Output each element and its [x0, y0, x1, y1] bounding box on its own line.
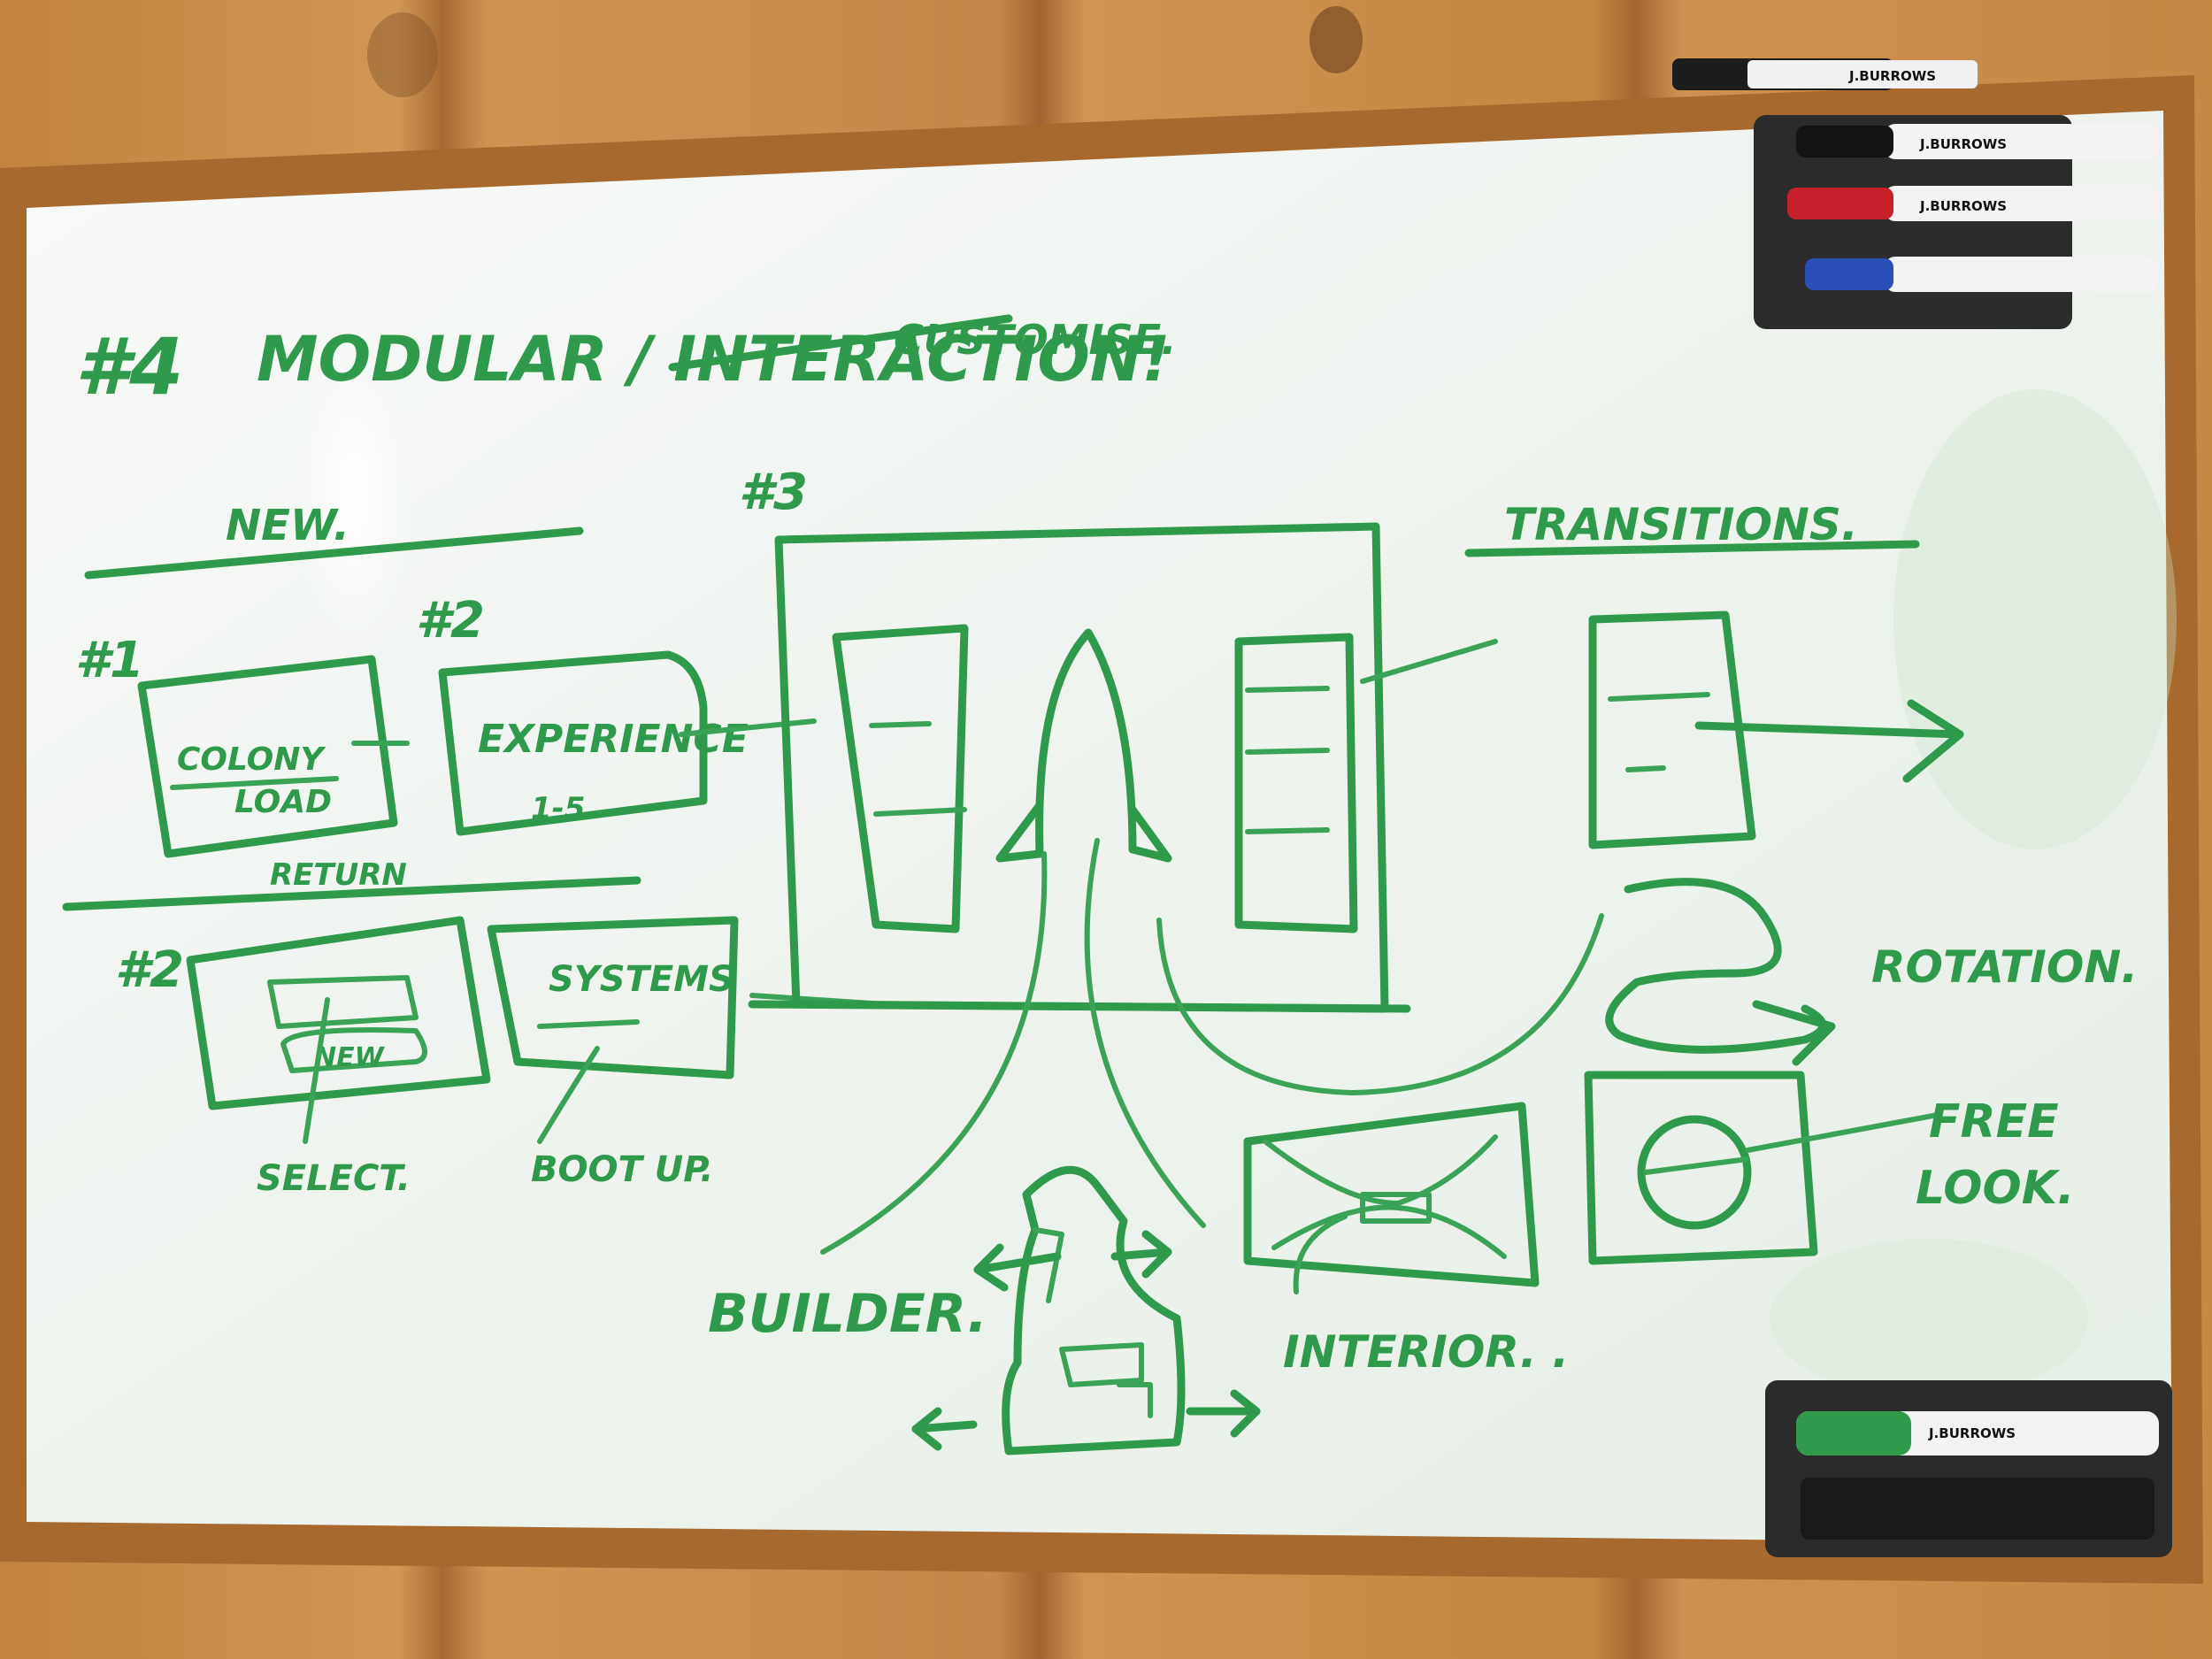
experience-sub: 1-5.: [531, 791, 596, 826]
interior-connector: [1293, 1214, 1348, 1294]
panel-right-line: [1245, 748, 1330, 755]
box-freelook: [1584, 1071, 1818, 1265]
label-1: #1: [75, 632, 144, 689]
free-label: FREE: [1929, 1095, 2059, 1148]
panel-right-connector: [1360, 639, 1498, 684]
interior-x1: [1263, 1134, 1498, 1206]
look-label: LOOK.: [1916, 1162, 2075, 1215]
wood-knot: [1310, 6, 1363, 73]
marker-tray-bottom: J.BURROWS: [1765, 1380, 2172, 1557]
transitions-line: [1625, 765, 1666, 772]
builder-arrow-bottom-left-head: [911, 1407, 942, 1451]
builder-arrow-left-head: [973, 1243, 1009, 1292]
boot-label: BOOT UP.: [531, 1149, 713, 1190]
builder-label: BUILDER.: [708, 1283, 987, 1345]
transitions-underline: [1464, 540, 1920, 557]
builder-arrow-bottom-left: [911, 1420, 978, 1433]
transitions-label: TRANSITIONS.: [1504, 499, 1858, 550]
experience-text: EXPERIENCE: [478, 717, 749, 762]
box-interior: [1243, 1102, 1540, 1287]
builder-arrow-right-head: [1141, 1230, 1172, 1279]
new-inner-rect: [267, 975, 419, 1029]
panel-right-line: [1245, 686, 1330, 693]
interior-center: [1360, 1192, 1432, 1224]
title-underline: [668, 314, 1013, 372]
new-underline: [84, 526, 584, 580]
main-frame-base: [748, 1000, 1411, 1013]
title-number: #4: [75, 321, 183, 412]
rotation-swirl: [1605, 878, 1827, 1054]
interior-label: INTERIOR. .: [1283, 1326, 1569, 1378]
transitions-arrow-shaft: [1694, 721, 1964, 739]
new-select-line: [303, 997, 330, 1144]
colony-line1: COLONY: [177, 741, 326, 778]
label-2-new: #2: [115, 941, 184, 999]
return-label: RETURN: [270, 857, 407, 893]
rotation-arrow: [1752, 1000, 1836, 1066]
rotation-label: ROTATION.: [1871, 941, 2138, 993]
new-pill-text: NEW: [314, 1042, 386, 1073]
builder-arrow-bottom-right-head: [1230, 1389, 1261, 1438]
ship-curve-right: [1084, 838, 1206, 1228]
builder-arrow-right: [1110, 1248, 1172, 1261]
builder-ship: [1002, 1165, 1186, 1455]
panel-right: [1234, 633, 1358, 933]
erase-smudge: [1893, 389, 2177, 849]
interior-x2: [1271, 1204, 1507, 1259]
systems-text: SYSTEMS: [549, 959, 734, 1000]
builder-arrow-left: [973, 1252, 1062, 1274]
title-sub: CUSTOMISE.: [894, 316, 1177, 364]
wood-knot: [367, 12, 438, 97]
transitions-line: [1608, 692, 1710, 702]
whiteboard-surface: [27, 111, 2172, 1544]
box-transitions: [1588, 611, 1756, 849]
interior-curve: [1156, 913, 1604, 1095]
marker-brand-text: J.BURROWS: [1919, 198, 2007, 214]
experience-connector: [679, 718, 817, 737]
ship-fin-right: [1128, 805, 1172, 863]
marker-on-frame: J.BURROWS: [1672, 58, 1978, 90]
box-experience: [438, 650, 708, 836]
section-new-label: NEW.: [226, 501, 349, 550]
marker-brand-text: J.BURROWS: [1848, 68, 1936, 84]
panel-left-line: [873, 807, 967, 817]
colony-underline: [170, 776, 339, 790]
transitions-arrow-head: [1902, 699, 1964, 783]
ship-fin-left: [995, 801, 1044, 863]
marker-brand-text: J.BURROWS: [1928, 1425, 2016, 1441]
marker-brand-text: J.BURROWS: [1919, 136, 2007, 152]
freelook-circle: [1637, 1115, 1752, 1230]
marker-tray-top: J.BURROWS J.BURROWS: [1754, 115, 2159, 329]
ship-body: [1035, 628, 1137, 858]
panel-right-line: [1245, 827, 1330, 834]
freelook-connector: [1745, 1112, 1940, 1153]
panel-left-line: [869, 721, 932, 728]
builder-ship-window: [1059, 1342, 1144, 1387]
light-glare: [292, 345, 416, 646]
builder-ship-detail: [1033, 1227, 1064, 1303]
erase-smudge: [1770, 1239, 2088, 1398]
box-new: [186, 916, 491, 1110]
box-systems: [487, 916, 739, 1079]
panel-left: [832, 624, 969, 933]
select-label: SELECT.: [257, 1158, 411, 1199]
label-2-experience: #2: [416, 592, 485, 649]
systems-underline: [537, 1019, 640, 1029]
builder-ship-window2: [1117, 1382, 1153, 1418]
label-3: #3: [739, 464, 808, 521]
systems-boot-line: [537, 1046, 600, 1144]
return-divider: [62, 876, 641, 911]
ship-curve-left: [820, 851, 1048, 1255]
box-colony: [137, 655, 398, 858]
colony-line2: LOAD: [234, 784, 332, 820]
freelook-line: [1643, 1156, 1750, 1175]
new-pill: [280, 1027, 427, 1073]
